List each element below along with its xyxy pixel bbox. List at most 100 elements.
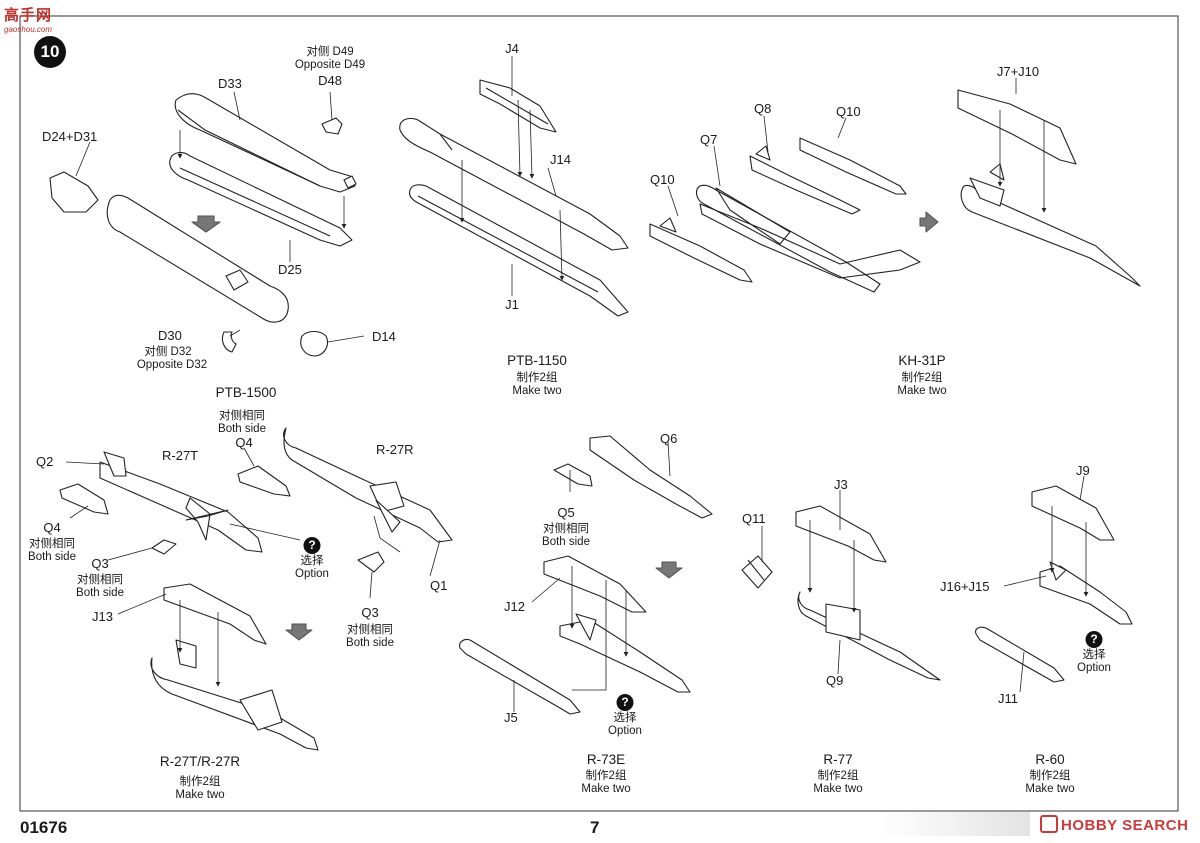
ptb1150-tank [399,117,629,317]
label-d24-d31: D24+D31 [42,129,98,144]
label-j5: J5 [504,710,518,725]
label-q4-left-cn: 对侧相同 [29,538,75,550]
r27-pylon [163,583,267,645]
label-d32-cn: 对侧 D32 [144,346,192,358]
page-number: 7 [590,818,600,837]
site-logo: 高手网 gaoshou.com [4,4,52,34]
title-r60: R-60 [1035,752,1065,767]
kh31p-make-cn: 制作2组 [901,372,943,384]
r27r-missile [283,427,453,543]
r73-make-en: Make two [581,783,631,795]
label-d48: D48 [318,73,342,88]
step-number-badge: 10 [34,36,66,68]
label-d33: D33 [218,76,242,91]
ptb1500-fins [321,117,357,189]
label-d14: D14 [372,329,396,344]
r27-q4-left-part [59,483,109,515]
r27-q3-left-part [151,539,177,555]
label-r27t: R-27T [162,448,199,463]
label-q4-left-en: Both side [28,551,76,563]
label-j1: J1 [505,297,519,312]
r77-j3-pylon [795,505,887,563]
label-q3-left-en: Both side [76,587,124,599]
label-j16-j15: J16+J15 [940,579,990,594]
label-q3-left-cn: 对侧相同 [77,574,123,586]
label-d30: D30 [158,328,182,343]
label-q7: Q7 [700,132,718,147]
r27-q4-right-part [237,465,291,497]
r27-make-en: Make two [175,789,225,801]
r27-down-arrow [285,623,313,641]
r27t-missile [99,451,263,553]
option-icon: ? [1085,631,1103,648]
r60-make-en: Make two [1025,783,1075,795]
label-j12: J12 [504,599,525,614]
ptb1500-tank-halves [169,93,356,247]
label-j11: J11 [998,691,1018,706]
label-j3: J3 [834,477,848,492]
label-q4-right-both-cn: 对侧相同 [219,410,265,422]
r73-option-en: Option [608,725,642,737]
site-logo-sub: gaoshou.com [4,25,53,34]
kh31p-make-en: Make two [897,385,947,397]
product-code: 01676 [20,818,68,837]
r77-q11-fins [741,555,773,589]
label-q3-right-cn: 对侧相同 [347,624,393,636]
ptb1150-make-cn: 制作2组 [516,372,558,384]
r27-option-cn: 选择 [300,555,324,567]
label-j4: J4 [505,41,519,56]
label-q8: Q8 [754,101,772,116]
r60-j11-rail [975,626,1065,683]
label-j7-j10: J7+J10 [996,64,1040,79]
label-q2: Q2 [36,454,54,469]
site-logo-text: 高手网 [4,7,53,24]
r73-q6-missile [589,435,713,519]
label-q10-lower: Q10 [650,172,675,187]
label-q9: Q9 [826,673,844,688]
title-ptb1150: PTB-1150 [507,353,567,368]
label-j13: J13 [92,609,113,624]
label-q4-right-both-en: Both side [218,423,266,435]
title-r73e: R-73E [586,752,626,767]
kh31p-q8 [749,145,861,215]
r27-make-cn: 制作2组 [179,776,221,788]
hobby-search-icon [1040,815,1058,833]
label-r27r: R-27R [376,442,414,457]
title-ptb1500: PTB-1500 [215,385,277,400]
label-q3-left: Q3 [91,556,109,571]
label-q3-right-en: Both side [346,637,394,649]
title-r77: R-77 [823,752,853,767]
watermark-text: HOBBY SEARCH [1061,817,1189,834]
option-icon: ? [616,694,634,711]
label-q4-right: Q4 [235,435,253,450]
r27-option-marker: ? [303,537,321,554]
r73-missile [559,613,691,693]
r60-option-cn: 选择 [1082,649,1106,661]
r60-j9-pylon [1031,485,1115,541]
label-q1: Q1 [430,578,448,593]
r77-make-en: Make two [813,783,863,795]
page-border [19,15,1179,812]
r73-make-cn: 制作2组 [585,770,627,782]
r73-option-cn: 选择 [613,712,637,724]
kh31p-q10-lower [649,217,753,283]
r60-make-cn: 制作2组 [1029,770,1071,782]
kh31p-missile-left [695,184,881,293]
r27-assembled [150,639,319,751]
label-j9: J9 [1076,463,1090,478]
label-q11: Q11 [742,511,766,526]
r77-make-cn: 制作2组 [817,770,859,782]
label-q5-en: Both side [542,536,590,548]
ptb1150-make-en: Make two [512,385,562,397]
kh31p-pylon-missile [699,203,921,279]
r73-j12-pylon [543,555,647,613]
r73-j5-rail [459,638,581,715]
ptb1500-down-arrow [191,215,221,233]
r60-option-en: Option [1077,662,1111,674]
label-d25: D25 [278,262,302,277]
label-q5: Q5 [557,505,575,520]
kh31p-q10-upper [799,137,907,195]
watermark: HOBBY SEARCH [1040,815,1188,834]
